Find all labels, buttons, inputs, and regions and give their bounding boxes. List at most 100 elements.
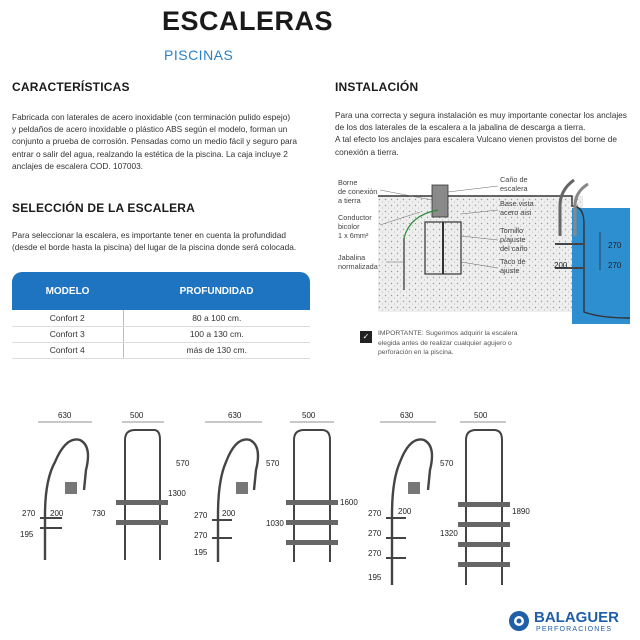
label-conductor: bicolor [338, 222, 360, 231]
dim-label: 270 [608, 261, 622, 270]
dim-step-height: 270 [194, 531, 208, 540]
dim-s3: 1030 [266, 519, 284, 528]
brand-name: BALAGUER [534, 609, 619, 626]
dim-width: 630 [400, 411, 414, 420]
dim-front: 500 [302, 411, 316, 420]
dim-top: 570 [266, 459, 280, 468]
label-taco: ajuste [500, 266, 519, 275]
ladder-confort-4: 630 270 270 270 200 195 500 570 1890 132… [368, 411, 530, 585]
dim-top: 570 [176, 459, 190, 468]
label-jabalina: Jabalina [338, 253, 366, 262]
dim-step-height: 270 [22, 509, 36, 518]
ladder-tread [286, 520, 338, 525]
label-base: Base vista [500, 199, 535, 208]
dim-total: 1600 [340, 498, 358, 507]
dim-bottom: 195 [194, 548, 208, 557]
ladder-tread [286, 540, 338, 545]
label-taco: Taco de [500, 257, 526, 266]
leader-line [460, 261, 499, 269]
label-jabalina: normalizada [338, 262, 379, 271]
label-base: acero aisi [500, 208, 532, 217]
ladder-side-profile [216, 438, 260, 562]
dim-step-height: 270 [368, 549, 382, 558]
check-icon: ✓ [360, 331, 372, 343]
instalacion-text: Para una correcta y segura instalación e… [335, 109, 635, 158]
leader-line [379, 189, 433, 201]
dim-label: 200 [554, 261, 568, 270]
seleccion-line: (desde el borde hasta la piscina) del lu… [12, 242, 297, 253]
ladder-tread [458, 562, 510, 567]
table-row: Confort 2 80 a 100 cm. [12, 310, 310, 327]
ladder-side-profile [390, 438, 434, 585]
label-conductor: Conductor [338, 213, 372, 222]
ladder-tube [558, 178, 575, 236]
instalacion-line: de los dos laterales de la escalera a la… [335, 122, 586, 133]
table-row: Confort 3 100 a 130 cm. [12, 326, 310, 343]
table-header-profundidad: PROFUNDIDAD [123, 272, 310, 310]
caracteristicas-line: Fabricada con laterales de acero inoxida… [12, 112, 291, 122]
ladder-tube-back [573, 182, 589, 236]
label-tornillo: p/ajuste [500, 235, 526, 244]
dim-top: 570 [440, 459, 454, 468]
ladder-tread [458, 542, 510, 547]
dim-s4: 1320 [440, 529, 458, 538]
dim-front: 500 [130, 411, 144, 420]
caracteristicas-line: entrar o salir del agua, realzando la es… [12, 148, 288, 159]
leader-line [460, 209, 499, 215]
table-row: Confort 4 más de 130 cm. [12, 342, 310, 359]
label-conductor: 1 x 6mm² [338, 231, 369, 240]
anchor-block [236, 482, 248, 494]
table-cell: Confort 3 [12, 326, 124, 343]
ladder-front-profile [465, 429, 503, 585]
label-tornillo: Tornillo [500, 226, 523, 235]
table-header-modelo: MODELO [12, 272, 124, 310]
dim-total: 1890 [512, 507, 530, 516]
instalacion-line: conexión a tierra. [335, 146, 399, 157]
instalacion-line: Para una correcta y segura instalación e… [335, 110, 627, 120]
caracteristicas-line: anclajes de escalera COD. 107003. [12, 160, 143, 171]
label-tornillo: del caño [500, 244, 528, 253]
label-cano: escalera [500, 184, 529, 193]
dim-step: 200 [222, 509, 236, 518]
instalacion-heading: INSTALACIÓN [335, 80, 419, 94]
table-cell: Confort 2 [12, 310, 124, 327]
ladder-front-profile [124, 429, 161, 560]
table-cell: 100 a 130 cm. [123, 326, 310, 343]
dim-width: 630 [58, 411, 72, 420]
anchor-block [65, 482, 77, 494]
page-subtitle: PISCINAS [164, 47, 234, 63]
ladder-tread [286, 500, 338, 505]
instalacion-line: A tal efecto los anclajes para escalera … [335, 134, 617, 145]
leader-line [460, 235, 499, 241]
dim-label: 270 [608, 241, 622, 250]
ladder-tread [458, 522, 510, 527]
important-note: IMPORTANTE: Sugerimos adquirir la escale… [378, 330, 518, 356]
dim-s2: 730 [92, 509, 106, 518]
label-cano: Caño de [500, 175, 528, 184]
dim-step-height: 270 [368, 509, 382, 518]
ladder-tread [116, 520, 168, 525]
ladder-tread [458, 502, 510, 507]
anchor-base [431, 184, 449, 218]
dim-front: 500 [474, 411, 488, 420]
caracteristicas-line: conjunto a prueba de corrosión. Pensadas… [12, 136, 298, 147]
dim-step: 200 [398, 507, 412, 516]
ladder-tread [116, 500, 168, 505]
ladder-confort-3: 630 270 270 200 195 500 570 1600 1030 [194, 411, 358, 562]
ladder-confort-2: 630 270 200 195 500 570 1300 730 [20, 411, 190, 560]
leader-line [379, 211, 421, 226]
seleccion-text: Para seleccionar la escalera, es importa… [12, 229, 312, 253]
dim-step: 200 [50, 509, 64, 518]
dim-width: 630 [228, 411, 242, 420]
table-cell: Confort 4 [12, 342, 124, 359]
dim-bottom: 195 [368, 573, 382, 582]
brand-subtitle: PERFORACIONES [536, 626, 613, 633]
dim-step-height: 270 [368, 529, 382, 538]
table-cell: más de 130 cm. [123, 342, 310, 359]
seleccion-line: Para seleccionar la escalera, es importa… [12, 230, 286, 240]
caracteristicas-heading: CARACTERÍSTICAS [12, 80, 130, 94]
pool-water [572, 208, 630, 324]
installation-diagram: 270 270 200 Borne de conexión a tierra C… [338, 175, 631, 324]
anchor-block [408, 482, 420, 494]
